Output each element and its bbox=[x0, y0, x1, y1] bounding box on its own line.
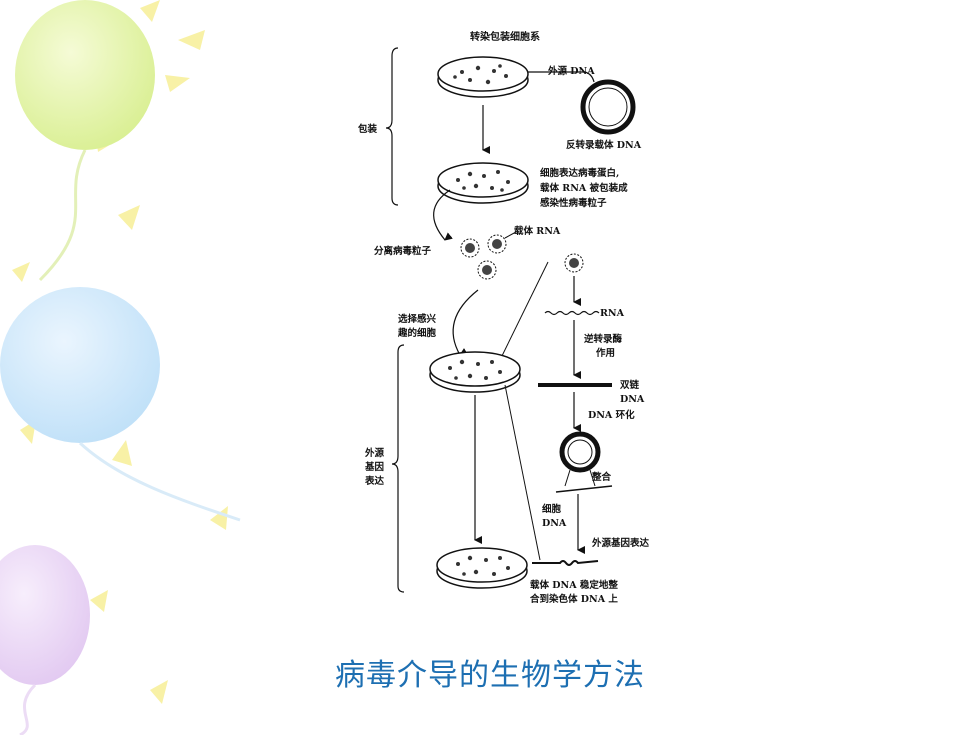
ds-dna-line-1: 双链 bbox=[619, 379, 640, 391]
cell-expresses-line-3: 感染性病毒粒子 bbox=[540, 197, 607, 209]
rna-label: RNA bbox=[600, 308, 625, 319]
select-cells-line-1: 选择感兴 bbox=[398, 313, 437, 325]
dna-circularize-label: DNA 环化 bbox=[588, 409, 635, 421]
packaging-label: 包装 bbox=[357, 123, 378, 135]
vector-rna-label: 载体 RNA bbox=[514, 225, 561, 237]
rna-strand bbox=[544, 310, 600, 316]
reverse-transcriptase-line-2: 作用 bbox=[596, 347, 615, 359]
plasmid-ring bbox=[580, 79, 636, 135]
foreign-gene-line-2: 基因 bbox=[364, 461, 384, 473]
packaging-bracket bbox=[385, 47, 399, 206]
exogenous-dna-label: 外源 DNA bbox=[547, 65, 595, 77]
cell-dna-line-1: 细胞 bbox=[542, 503, 562, 515]
cell-expresses-line-2: 载体 RNA 被包装成 bbox=[540, 182, 628, 194]
select-cells-line-2: 趣的细胞 bbox=[397, 327, 437, 339]
petri-dish-3 bbox=[429, 351, 521, 393]
cell-dna-line-2: DNA bbox=[542, 518, 567, 529]
ds-dna-line-2: DNA bbox=[620, 394, 645, 405]
slide-caption: 病毒介导的生物学方法 bbox=[335, 658, 645, 693]
integrate-label: 整合 bbox=[591, 471, 612, 483]
stable-integration-line-2: 合到染色体 DNA 上 bbox=[530, 593, 618, 605]
foreign-gene-line-3: 表达 bbox=[364, 475, 385, 487]
petri-dish-4 bbox=[436, 547, 528, 589]
foreign-gene-expression-label: 外源基因表达 bbox=[591, 537, 650, 549]
stable-integration-line-1: 载体 DNA 稳定地整 bbox=[530, 579, 618, 591]
blue-balloon bbox=[0, 287, 241, 522]
cell-expresses-line-1: 细胞表达病毒蛋白, bbox=[540, 167, 619, 179]
cell-dna-line bbox=[555, 485, 613, 493]
reverse-transcriptase-line-1: 逆转录酶 bbox=[584, 333, 623, 345]
purple-balloon bbox=[0, 545, 90, 735]
petri-dish-2 bbox=[437, 162, 529, 204]
virus-particles bbox=[460, 234, 584, 280]
retro-vector-dna-label: 反转录载体 DNA bbox=[566, 139, 642, 151]
green-balloon bbox=[15, 0, 155, 282]
top-title: 转染包装细胞系 bbox=[470, 30, 540, 43]
isolate-virus-label: 分离病毒粒子 bbox=[374, 245, 432, 257]
foreign-gene-line-1: 外源 bbox=[364, 447, 385, 459]
foreign-gene-bracket bbox=[391, 344, 405, 593]
circular-dna bbox=[559, 431, 601, 473]
integrated-vector-dna bbox=[532, 560, 599, 566]
petri-dish-1 bbox=[437, 56, 529, 98]
